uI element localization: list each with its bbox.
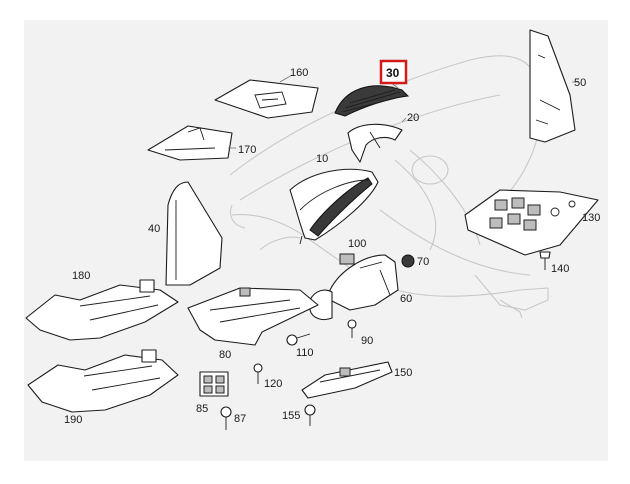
callout-160: 160 (290, 67, 308, 79)
callout-70: 70 (417, 256, 429, 268)
callout-155: 155 (282, 410, 300, 422)
callout-110: 110 (296, 347, 314, 359)
highlight-box-30 (379, 59, 408, 85)
part-87-screw (220, 406, 232, 430)
part-150-bracket (301, 361, 393, 399)
callout-130: 130 (582, 212, 600, 224)
part-110-screw (286, 333, 311, 346)
part-180-air-duct (25, 279, 179, 341)
callout-190: 190 (64, 414, 82, 426)
part-20-bracket (347, 117, 407, 163)
callout-85: 85 (196, 403, 208, 415)
part-120-screw (253, 363, 263, 384)
callout-87: 87 (234, 413, 246, 425)
callout-150: 150 (394, 367, 412, 379)
part-80-lower-trim (187, 287, 319, 346)
part-160-cover (214, 74, 319, 119)
callout-60: 60 (400, 293, 412, 305)
part-190-air-duct (27, 349, 179, 413)
part-100-clip (339, 253, 355, 265)
callout-180: 180 (72, 270, 90, 282)
part-90-screw (347, 319, 357, 338)
callout-50: 50 (574, 77, 586, 89)
part-170-panel (147, 125, 236, 161)
callout-20: 20 (407, 112, 419, 124)
callout-120: 120 (264, 378, 282, 390)
callout-80: 80 (219, 349, 231, 361)
part-10-cluster-housing (289, 168, 379, 245)
callout-40: 40 (148, 223, 160, 235)
part-70-clip (401, 254, 415, 268)
part-85-connector (199, 371, 229, 397)
part-60-column-cover (309, 254, 399, 321)
part-30-grille (334, 81, 410, 117)
part-50-side-trim (529, 29, 578, 143)
callout-100: 100 (348, 238, 366, 250)
callout-10: 10 (316, 153, 328, 165)
callout-140: 140 (551, 263, 569, 275)
callout-30: 30 (386, 66, 400, 80)
part-40-side-trim (165, 181, 223, 286)
part-130-panel (464, 189, 599, 256)
callout-90: 90 (361, 335, 373, 347)
part-140-screw (539, 251, 551, 270)
callout-170: 170 (238, 144, 256, 156)
part-155-screw (304, 404, 316, 426)
